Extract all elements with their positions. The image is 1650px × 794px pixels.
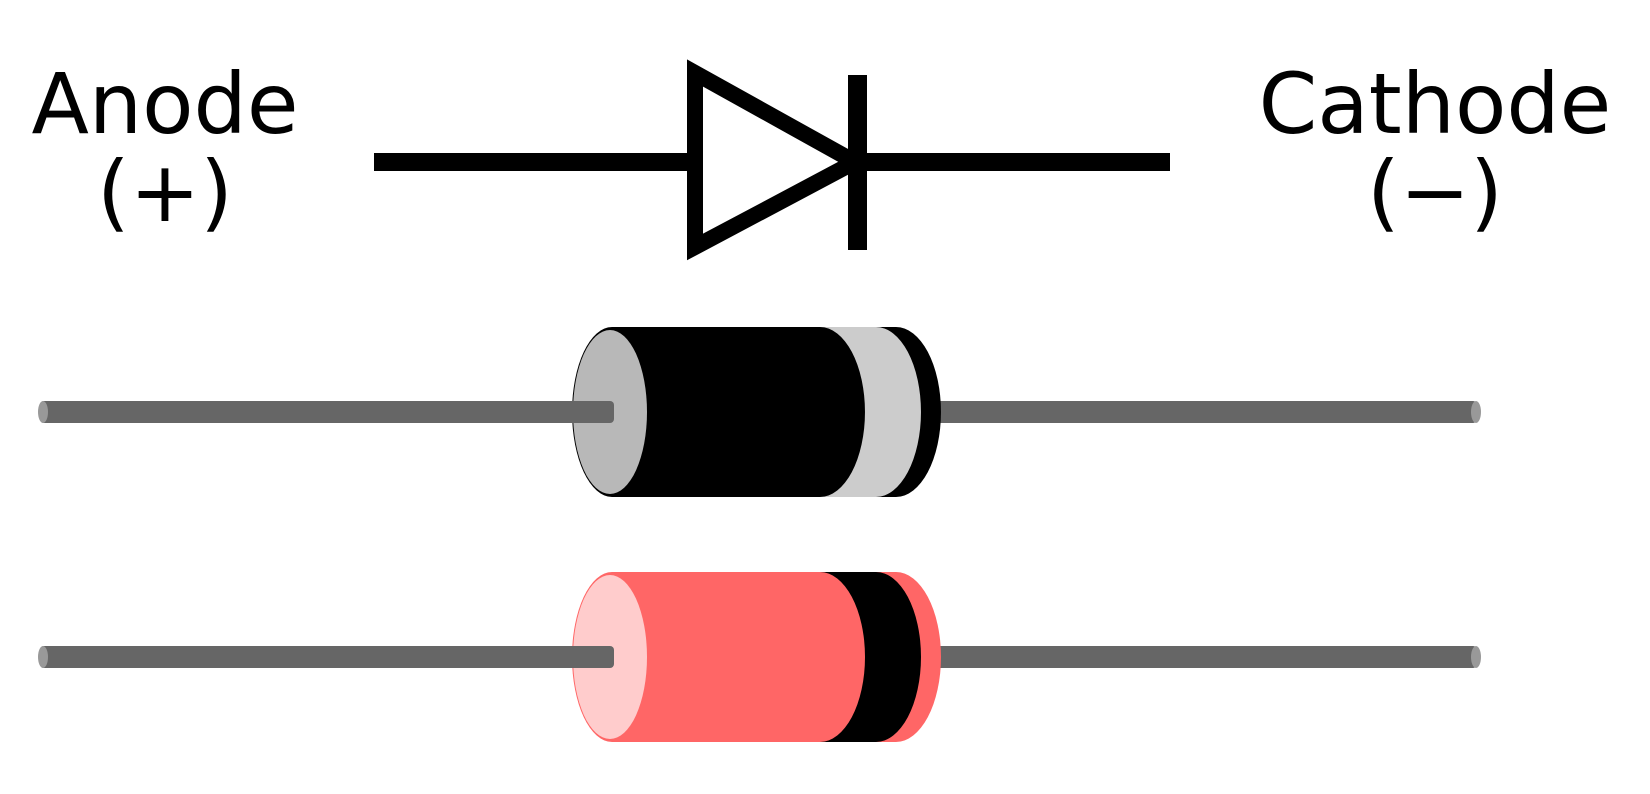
diode-component-black [38,327,1481,497]
cathode-lead-end [1471,646,1481,668]
cathode-lead [930,646,1477,668]
body-outline [572,327,941,497]
anode-lead-end [38,646,48,668]
anode-lead-end [38,401,48,423]
anode-lead [40,401,614,423]
anode-polarity: (+) [97,143,233,241]
cathode-label-text: Cathode [1258,55,1612,153]
diode-component-red [38,572,1481,742]
anode-lead [40,646,614,668]
cathode-lead-end [1471,401,1481,423]
cathode-label: Cathode (−) [1245,60,1625,236]
diode-symbol [374,59,1170,261]
cathode-polarity: (−) [1367,143,1503,241]
body-outline [572,572,941,742]
anode-label: Anode (+) [20,60,310,236]
cathode-band [820,572,921,742]
diode-triangle [687,59,872,261]
cathode-band [820,327,921,497]
cathode-lead [930,401,1477,423]
anode-label-text: Anode [31,55,299,153]
